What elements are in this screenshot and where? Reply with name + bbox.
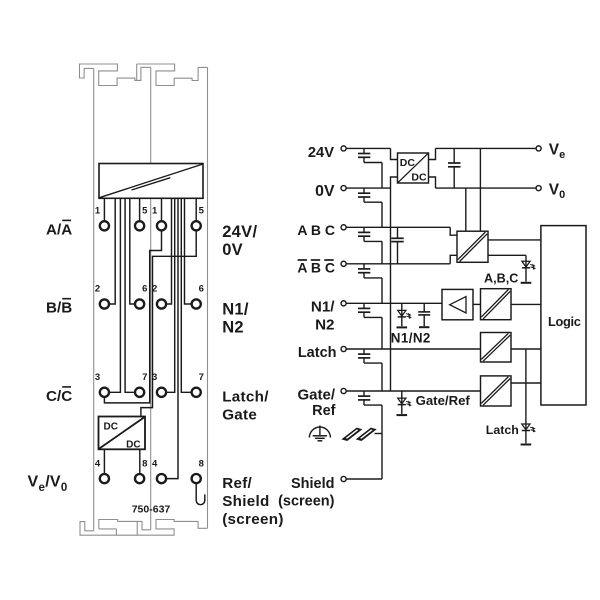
svg-text:6: 6 xyxy=(199,284,204,295)
svg-text:N2: N2 xyxy=(315,316,334,333)
svg-text:1: 1 xyxy=(152,206,158,217)
svg-text:A,B,C: A,B,C xyxy=(484,271,518,285)
svg-text:8: 8 xyxy=(142,458,147,469)
svg-text:5: 5 xyxy=(199,206,205,217)
svg-text:Gate/: Gate/ xyxy=(297,386,335,403)
svg-text:C/C: C/C xyxy=(46,388,72,405)
svg-text:Gate: Gate xyxy=(222,407,257,424)
svg-text:A/A: A/A xyxy=(46,221,72,238)
svg-text:7: 7 xyxy=(199,372,204,383)
svg-text:24V: 24V xyxy=(308,145,334,161)
svg-text:N1/: N1/ xyxy=(222,301,249,319)
svg-text:N1/N2: N1/N2 xyxy=(391,330,431,345)
svg-text:(screen): (screen) xyxy=(222,511,284,528)
svg-text:Gate/Ref: Gate/Ref xyxy=(416,393,471,408)
svg-text:24V/: 24V/ xyxy=(222,223,257,241)
svg-text:(screen): (screen) xyxy=(278,493,335,509)
svg-text:A B C: A B C xyxy=(297,222,335,238)
svg-text:1: 1 xyxy=(95,206,101,217)
svg-text:4: 4 xyxy=(95,458,101,469)
svg-text:DC: DC xyxy=(411,172,427,184)
svg-text:B/B: B/B xyxy=(46,300,72,317)
svg-text:DC: DC xyxy=(104,422,118,433)
svg-text:3: 3 xyxy=(95,372,100,383)
svg-text:3: 3 xyxy=(152,372,157,383)
svg-text:Ref: Ref xyxy=(312,403,336,419)
svg-text:DC: DC xyxy=(126,440,140,451)
svg-text:Ve/V0: Ve/V0 xyxy=(28,474,68,494)
svg-text:DC: DC xyxy=(400,157,416,169)
svg-text:Latch: Latch xyxy=(298,345,337,361)
svg-text:2: 2 xyxy=(95,284,100,295)
svg-text:Shield: Shield xyxy=(291,476,335,492)
svg-text:2: 2 xyxy=(152,284,157,295)
svg-text:4: 4 xyxy=(152,458,158,469)
svg-text:Ref/: Ref/ xyxy=(222,475,252,492)
svg-text:8: 8 xyxy=(199,458,204,469)
svg-text:0V: 0V xyxy=(315,183,335,200)
svg-text:Shield: Shield xyxy=(222,493,269,510)
svg-text:6: 6 xyxy=(142,284,147,295)
svg-text:7: 7 xyxy=(142,372,147,383)
svg-text:Latch/: Latch/ xyxy=(222,389,269,406)
svg-text:N2: N2 xyxy=(222,319,244,337)
svg-text:A B C: A B C xyxy=(297,260,335,276)
svg-text:Latch: Latch xyxy=(486,423,519,437)
svg-text:N1/: N1/ xyxy=(311,299,335,316)
svg-text:Logic: Logic xyxy=(548,314,581,329)
svg-text:750-637: 750-637 xyxy=(132,503,171,515)
svg-text:5: 5 xyxy=(142,206,148,217)
svg-text:0V: 0V xyxy=(222,241,243,259)
